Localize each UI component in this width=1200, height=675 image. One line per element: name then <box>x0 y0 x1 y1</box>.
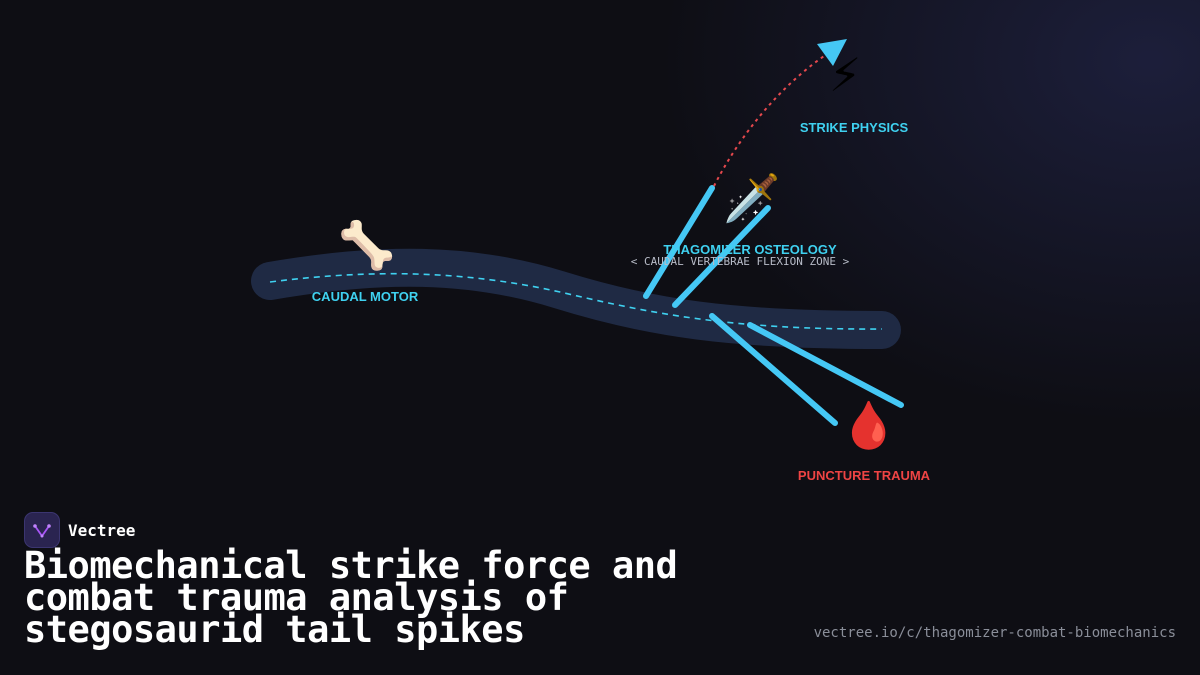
tail-centerline <box>269 272 883 330</box>
vectree-logo-icon <box>24 512 60 548</box>
tail-body <box>251 248 901 349</box>
strike-trajectory <box>713 51 831 187</box>
bone-icon: 🦴 <box>338 218 396 272</box>
blood-drop-icon: 🩸 <box>840 398 898 452</box>
puncture-trauma-label: PUNCTURE TRAUMA <box>797 468 931 483</box>
spike-2 <box>672 205 771 308</box>
caudal-motor-label: CAUDAL MOTOR <box>311 289 419 304</box>
brand-name: Vectree <box>68 520 136 540</box>
spike-1 <box>643 185 715 299</box>
dagger-icon: 🗡️ <box>723 171 781 225</box>
flexion-zone-label: < CAUDAL VERTEBRAE FLEXION ZONE > <box>630 255 850 268</box>
lightning-icon: ⚡ <box>829 48 862 102</box>
trajectory-arrowhead <box>817 39 847 66</box>
brand[interactable]: Vectree <box>24 512 135 548</box>
strike-physics-label: STRIKE PHYSICS <box>799 120 909 135</box>
page-title: Biomechanical strike force and combat tr… <box>24 544 678 651</box>
spike-4 <box>747 322 904 408</box>
spike-3 <box>709 313 838 426</box>
page-url[interactable]: vectree.io/c/thagomizer-combat-biomechan… <box>813 625 1176 641</box>
thagomizer-osteology-label: THAGOMIZER OSTEOLOGY <box>663 242 837 257</box>
